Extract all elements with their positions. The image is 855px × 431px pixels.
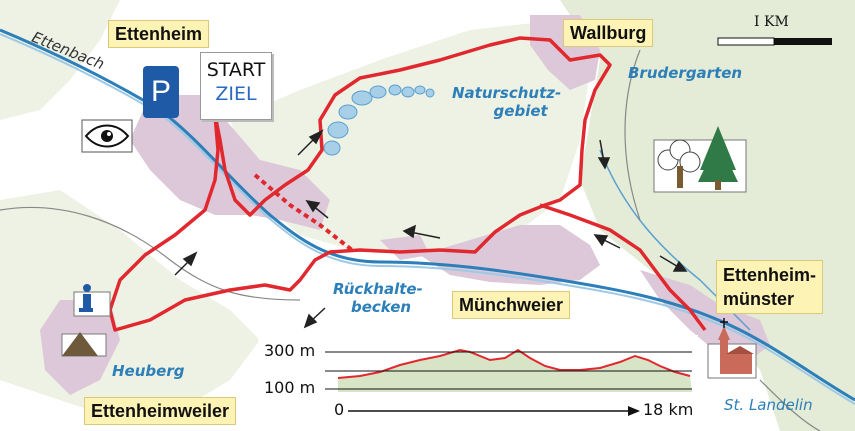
place-label-rueckhaltebecken-line2: becken [351,298,412,316]
town-label-ettenheimweiler: Ettenheimweiler [84,397,237,425]
mountain-icon [61,332,107,357]
scale-bar-label: I KM [754,14,789,30]
town-label-muenchweier: Münchweier [452,291,571,319]
hiking-route-main [108,36,612,332]
finish-label: ZIEL [215,83,257,105]
town-label-ettenheimmuenster-line2: münster [723,289,795,309]
start-label: START [206,59,266,81]
elevation-profile [258,335,698,425]
profile-label-300m: 300 m [264,341,316,360]
information-icon [73,284,111,317]
forest-trees-icon [653,126,747,193]
town-label-ettenheim: Ettenheim [108,20,210,48]
place-label-brudergarten: Brudergarten [628,64,743,82]
parking-symbol: P [150,75,171,108]
roads [0,49,821,431]
place-label-rueckhaltebecken: Rückhalte- becken [333,280,423,316]
profile-label-100m: 100 m [264,378,316,397]
settlement-ettenheim [130,95,330,230]
place-label-naturschutzgebiet-line2: gebiet [493,102,548,120]
place-label-naturschutzgebiet: Naturschutz- gebiet [452,84,561,120]
start-finish-marker: START ZIEL [200,52,272,120]
place-label-rueckhaltebecken-line1: Rückhalte- [333,280,423,298]
direction-arrows [174,129,688,329]
profile-axis-arrow [628,406,640,416]
settlement-small [380,235,430,260]
town-label-wallburg: Wallburg [563,19,654,47]
place-label-heuberg: Heuberg [112,362,185,380]
profile-line [337,348,691,379]
scale-bar [717,37,832,46]
place-label-naturschutzgebiet-line1: Naturschutz- [452,84,562,102]
hiking-route-east-loop [539,203,707,332]
town-label-ettenheimmuenster-line1: Ettenheim- [723,265,817,285]
hiking-route-dotted [253,173,354,252]
place-label-st-landelin: St. Landelin [724,396,813,414]
side-stream [599,149,751,331]
profile-label-end-km: 18 km [643,400,694,419]
parking-icon: P [143,66,179,118]
forest-area-east [560,0,855,431]
profile-label-start-km: 0 [334,400,345,419]
viewpoint-eye-icon [81,119,133,153]
town-label-ettenheimmuenster: Ettenheim- münster [716,260,824,314]
nature-reserve-ponds [323,84,435,156]
church-icon [707,318,757,379]
